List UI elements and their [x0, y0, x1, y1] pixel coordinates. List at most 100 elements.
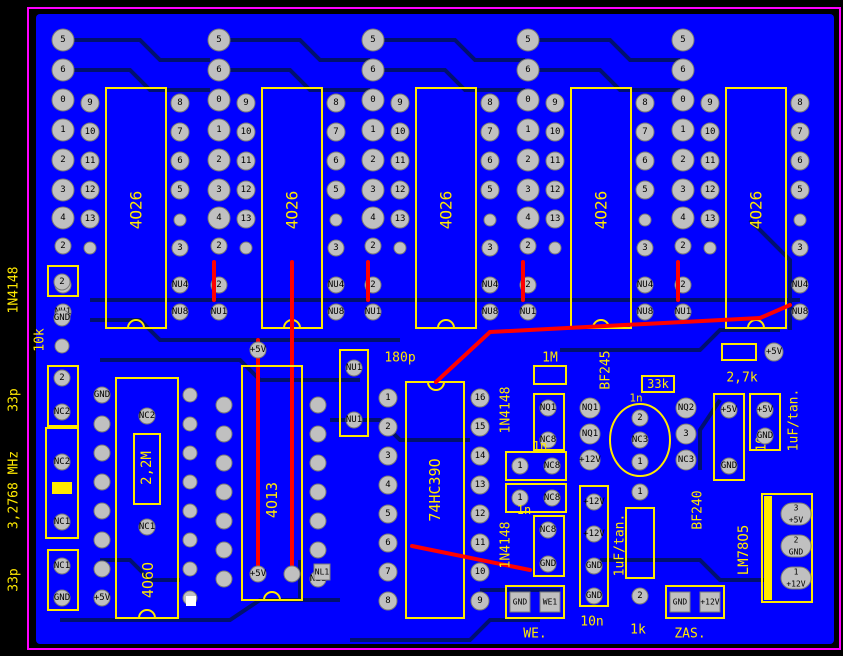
pad-label: 6 [216, 65, 221, 75]
pad [207, 178, 231, 202]
pad-label: 8 [642, 98, 647, 108]
pad [182, 561, 198, 577]
pad-label: 11 [550, 156, 561, 166]
pad [791, 303, 809, 321]
pad-label: 9 [87, 98, 92, 108]
pad-label: GND [721, 461, 737, 471]
capacitor-outline [47, 549, 79, 611]
pad-label: NU1 [346, 415, 362, 425]
pad-label: NC2 [54, 457, 70, 467]
pad [516, 88, 540, 112]
oscillator-chip-label: 4O6O [139, 562, 157, 598]
pad-label: NU1 [365, 307, 381, 317]
capacitor-outline [339, 349, 369, 437]
connector-outline [505, 585, 565, 619]
pad [703, 241, 717, 255]
pad-label: 0 [370, 95, 375, 105]
pad-label: 11 [241, 156, 252, 166]
pad-label: NU8 [482, 307, 498, 317]
pad [207, 58, 231, 82]
square-pad [539, 591, 561, 613]
cap-label: 33p [7, 568, 22, 592]
pad-label: 4 [60, 213, 65, 223]
pad [53, 557, 71, 575]
pad [470, 446, 490, 466]
pad [361, 88, 385, 112]
counter-chip-outline [105, 87, 167, 329]
pad-label: NC8 [544, 461, 560, 471]
pad [215, 483, 233, 501]
resistor-label: 2,7k [726, 371, 757, 386]
pad [545, 122, 565, 142]
divider-chip-label: 4O13 [263, 482, 281, 518]
resistor-outline [133, 433, 161, 505]
pad [138, 407, 156, 425]
pad [283, 565, 301, 583]
pad [700, 209, 720, 229]
pad-label: GND [789, 548, 804, 557]
pad [51, 58, 75, 82]
pad [756, 401, 774, 419]
pad [215, 454, 233, 472]
pad-label: 2 [525, 280, 530, 290]
regulator-outline [761, 493, 813, 603]
pad-label: 6 [525, 65, 530, 75]
pad-label: 6 [680, 65, 685, 75]
pad-label: +12V [700, 598, 719, 607]
pad [80, 93, 100, 113]
pad-label: NC1 [54, 517, 70, 527]
pad [675, 423, 697, 445]
pad [182, 532, 198, 548]
pad [207, 88, 231, 112]
pad-label: 6 [642, 156, 647, 166]
pad-label: 4 [385, 480, 390, 490]
pad-label: 2 [60, 155, 65, 165]
pad-label: 8 [797, 98, 802, 108]
pad-label: 7 [177, 127, 182, 137]
pad-label: 11 [475, 538, 486, 548]
pad [791, 239, 809, 257]
pad [790, 93, 810, 113]
pad-label: WE1 [543, 598, 558, 607]
pad-label: 5 [642, 185, 647, 195]
pad [207, 28, 231, 52]
pad-label: NQ1 [582, 429, 598, 439]
pad-label: GND [757, 431, 773, 441]
square-pad [699, 591, 721, 613]
pad-label: NC3 [678, 455, 694, 465]
pad [329, 213, 343, 227]
pad [631, 453, 649, 471]
pad-label: GND [673, 598, 688, 607]
pad [309, 512, 327, 530]
pad [720, 401, 738, 419]
pad-label: 2 [59, 277, 64, 287]
pad-label: 4 [525, 213, 530, 223]
pad-label: 3 [370, 185, 375, 195]
diode-label: 1N4148 [7, 267, 22, 314]
pad-label: 5 [60, 35, 65, 45]
pad-label: 2 [216, 280, 221, 290]
pad-label: NU4 [328, 280, 344, 290]
pad [53, 403, 71, 421]
pad [671, 28, 695, 52]
connector-label: ZAS. [674, 627, 705, 642]
pad [361, 28, 385, 52]
divider-chip-outline [241, 365, 303, 601]
pad-label: NQ1 [540, 403, 556, 413]
pad-label: 3 [385, 451, 390, 461]
oval-pad [780, 566, 812, 590]
pad [579, 397, 601, 419]
pad-label: 1 [517, 493, 522, 503]
pad-label: 10 [550, 127, 561, 137]
pad-label: 3 [797, 243, 802, 253]
pad [390, 180, 410, 200]
pad [671, 118, 695, 142]
pad-label: 12 [550, 185, 561, 195]
counter-chip-outline [725, 87, 787, 329]
pad [631, 483, 649, 501]
pad-label: 6 [385, 538, 390, 548]
pad [539, 555, 557, 573]
pad-label: +5V [250, 345, 267, 355]
pad [393, 241, 407, 255]
pad-label: 8 [385, 596, 390, 606]
